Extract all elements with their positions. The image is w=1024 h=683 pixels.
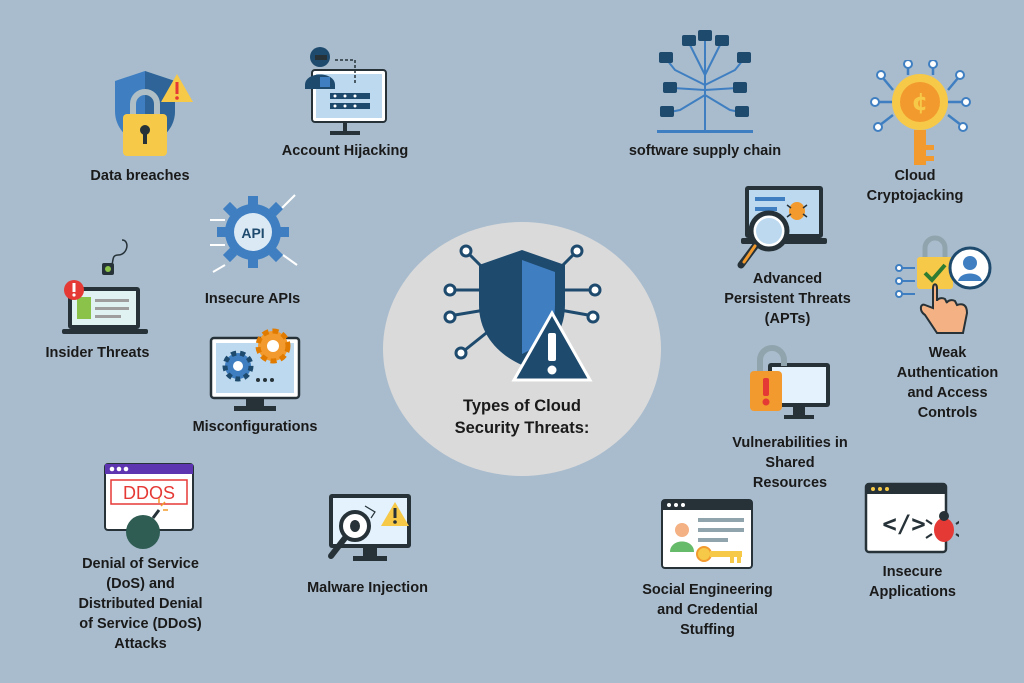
label-malware-injection: Malware Injection <box>307 580 428 596</box>
center-title: Types of Cloud Security Threats: <box>383 395 661 439</box>
code-bug-window-icon: </> <box>864 482 959 554</box>
label-line: Stuffing <box>680 622 735 638</box>
label-line: Denial of Service <box>82 556 199 572</box>
label-line: Applications <box>868 584 956 600</box>
label-line: (DoS) and <box>106 576 175 592</box>
label-software-supply-chain: software supply chain <box>628 143 782 159</box>
label-dos: Denial of Service (DoS) and Distributed … <box>58 554 223 654</box>
label-misconfigurations: Misconfigurations <box>192 419 318 435</box>
label-line: Persistent Threats <box>724 291 851 307</box>
label-insecure-apis: Insecure APIs <box>204 291 301 307</box>
label-data-breaches: Data breaches <box>90 168 190 184</box>
label-vulnerabilities: Vulnerabilities in Shared Resources <box>710 433 870 493</box>
label-line: Resources <box>752 475 828 491</box>
lock-shield-icon <box>115 71 193 156</box>
label-cloud-cryptojacking: Cloud Cryptojacking <box>840 166 990 206</box>
hand-lock-user-icon <box>895 235 992 334</box>
hacker-monitor-icon <box>305 47 387 135</box>
api-gear-icon: API <box>210 194 298 273</box>
label-insider-threats: Insider Threats <box>45 345 150 361</box>
ddos-icon-text: DDOS <box>123 483 175 503</box>
label-line: and Credential <box>657 602 758 618</box>
tree-network-icon <box>657 30 753 133</box>
label-social-engineering: Social Engineering and Credential Stuffi… <box>625 580 790 640</box>
label-line: Cloud <box>894 168 936 184</box>
label-insecure-applications: Insecure Applications <box>840 562 985 602</box>
label-line: Advanced <box>752 271 823 287</box>
label-apts: Advanced Persistent Threats (APTs) <box>700 269 875 329</box>
code-icon-text: </> <box>882 510 925 538</box>
unlocked-monitor-icon <box>750 345 830 419</box>
id-card-key-icon <box>661 499 753 569</box>
label-line: Attacks <box>114 636 167 652</box>
magnifier-bug-screen-icon <box>737 186 827 269</box>
label-line: Distributed Denial <box>78 596 203 612</box>
label-line: Vulnerabilities in <box>732 435 848 451</box>
center-title-line-1: Types of Cloud <box>463 397 581 415</box>
api-icon-text: API <box>241 225 264 241</box>
label-line: Controls <box>917 405 978 421</box>
shield-warning-icon <box>443 244 602 382</box>
svg-text:¢: ¢ <box>912 88 929 116</box>
label-line: Shared <box>765 455 815 471</box>
label-line: of Service (DDoS) <box>79 616 202 632</box>
malware-monitor-icon <box>328 494 411 561</box>
label-account-hijacking: Account Hijacking <box>281 143 409 159</box>
label-line: Cryptojacking <box>866 188 964 204</box>
center-title-line-2: Security Threats: <box>454 419 590 437</box>
crypto-key-icon: ¢ <box>870 60 971 165</box>
label-line: Social Engineering <box>642 582 773 598</box>
ddos-bomb-window-icon: DDOS <box>104 463 194 549</box>
laptop-alert-icon <box>62 239 148 334</box>
monitor-gears-icon <box>209 328 301 411</box>
label-line: Weak <box>928 345 967 361</box>
label-line: Authentication <box>896 365 999 381</box>
label-line: and Access <box>907 385 988 401</box>
label-weak-auth: Weak Authentication and Access Controls <box>875 343 1020 423</box>
label-line: (APTs) <box>764 311 811 327</box>
label-line: Insecure <box>882 564 943 580</box>
